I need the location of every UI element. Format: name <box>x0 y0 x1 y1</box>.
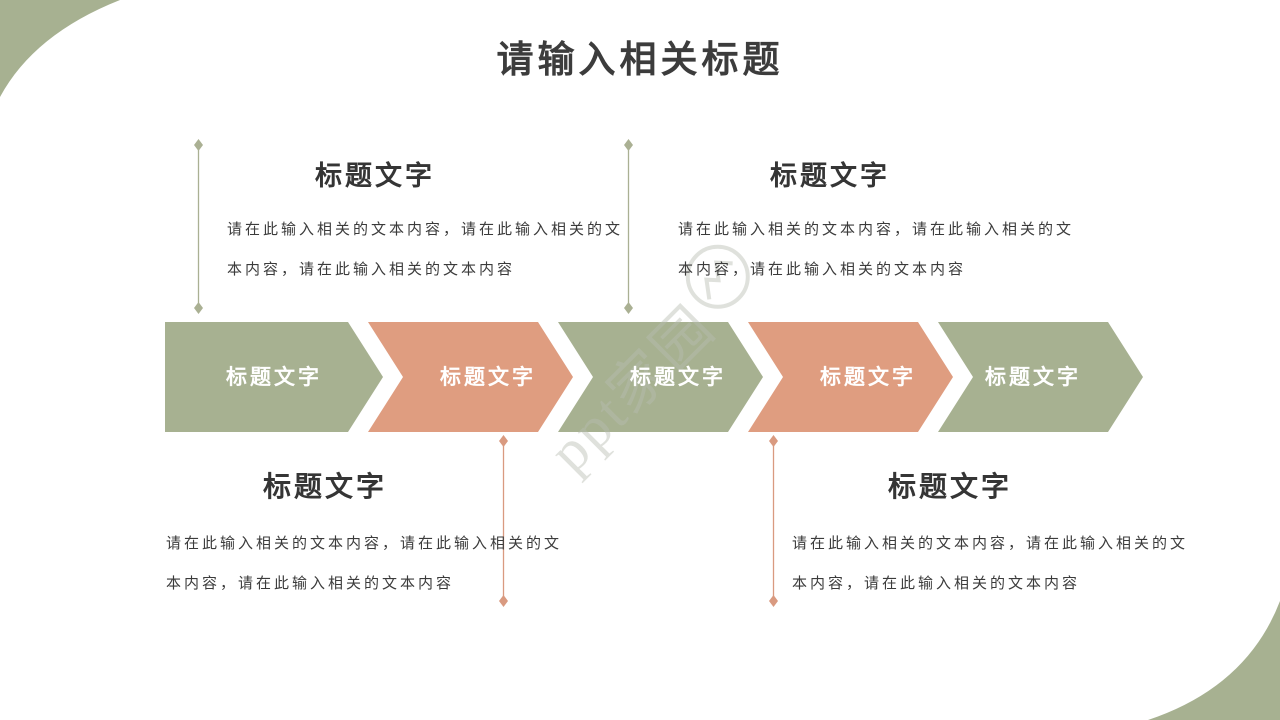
flow-step-label-5: 标题文字 <box>985 365 1081 389</box>
flow-arrow-4 <box>748 322 953 432</box>
callout-body: 请在此输入相关的文本内容，请在此输入相关的文本内容，请在此输入相关的文本内容 <box>166 536 563 592</box>
watermark-logo-mountain <box>704 260 733 300</box>
callout-body: 请在此输入相关的文本内容，请在此输入相关的文本内容，请在此输入相关的文本内容 <box>227 222 624 278</box>
diamond-endpoint <box>194 302 203 314</box>
page-title: 请输入相关标题 <box>496 40 784 81</box>
diamond-endpoint <box>624 302 633 314</box>
corner-decoration-top-left <box>0 0 120 97</box>
diamond-endpoint <box>499 435 508 447</box>
flow-arrow-1 <box>165 322 383 432</box>
diamond-endpoint <box>194 139 203 151</box>
flow-step-label-4: 标题文字 <box>820 365 916 389</box>
flow-step-label-1: 标题文字 <box>226 365 322 389</box>
callout-body: 请在此输入相关的文本内容，请在此输入相关的文本内容，请在此输入相关的文本内容 <box>678 222 1075 278</box>
diamond-endpoint <box>624 139 633 151</box>
callout-body: 请在此输入相关的文本内容，请在此输入相关的文本内容，请在此输入相关的文本内容 <box>792 536 1189 592</box>
diamond-endpoint <box>769 595 778 607</box>
flow-step-label-3: 标题文字 <box>630 365 726 389</box>
flow-arrow-3 <box>558 322 763 432</box>
callout-title: 标题文字 <box>770 161 890 191</box>
callout-title: 标题文字 <box>315 161 435 191</box>
flow-arrow-2 <box>368 322 573 432</box>
corner-decoration-bottom-right <box>1148 601 1280 720</box>
diamond-endpoint <box>769 435 778 447</box>
callout-title: 标题文字 <box>887 472 1012 503</box>
diamond-endpoint <box>499 595 508 607</box>
flow-step-label-2: 标题文字 <box>440 365 536 389</box>
callout-title: 标题文字 <box>262 472 387 503</box>
watermark-logo-circle <box>685 244 750 309</box>
flow-arrow-5 <box>938 322 1143 432</box>
